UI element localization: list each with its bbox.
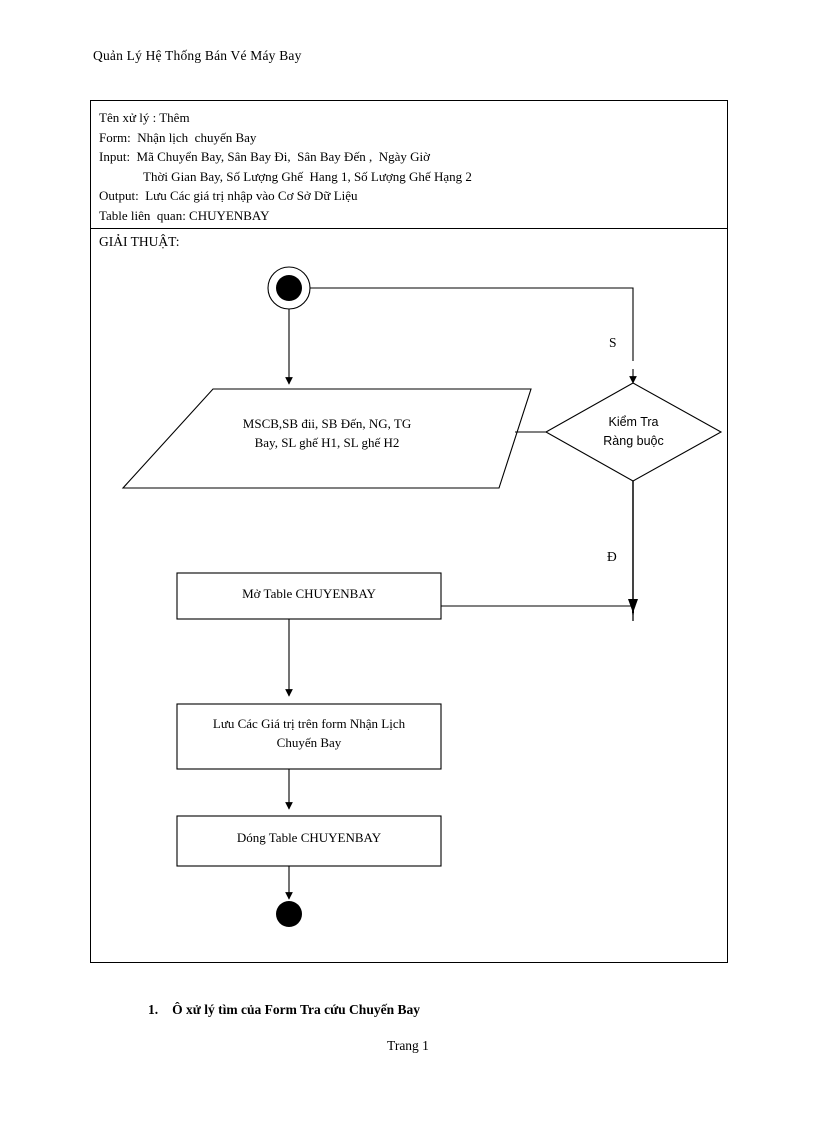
process-spec-box: Tên xử lý : Thêm Form: Nhận lịch chuyến … — [91, 101, 727, 229]
process-box-close-table — [176, 815, 442, 867]
diagram-frame: Tên xử lý : Thêm Form: Nhận lịch chuyến … — [90, 100, 728, 963]
spec-line-input: Input: Mã Chuyển Bay, Sân Bay Đi, Sân Ba… — [99, 149, 430, 164]
page-number: Trang 1 — [387, 1038, 429, 1053]
flowchart-canvas — [121, 266, 723, 927]
decision-diamond — [544, 382, 723, 482]
process-box-open-table — [176, 572, 442, 620]
spec-line-output: Output: Lưu Các giá trị nhập vào Cơ Sở D… — [99, 188, 358, 203]
document-header-title: Quản Lý Hệ Thống Bán Vé Máy Bay — [93, 48, 302, 63]
footer-list-item: 1. Ô xử lý tìm của Form Tra cứu Chuyến Ba… — [148, 1002, 420, 1018]
footer-item-text: Ô xử lý tìm của Form Tra cứu Chuyến Bay — [172, 1002, 420, 1017]
footer-item-number: 1. — [148, 1002, 159, 1017]
start-node-dot — [276, 275, 302, 301]
branch-label-false: S — [609, 335, 617, 350]
process-box-save-values — [176, 703, 442, 770]
spec-line-table: Table liên quan: CHUYENBAY — [99, 207, 270, 223]
edge-loop-top — [310, 287, 634, 361]
spec-line-input-cont: Thời Gian Bay, Số Lượng Ghế Hang 1, Số L… — [143, 168, 472, 184]
edge-true-to-process1 — [441, 605, 634, 613]
end-node-dot — [276, 901, 302, 927]
flowchart: MSCB,SB đii, SB Đến, NG, TG Bay, SL ghế … — [91, 101, 729, 964]
branch-label-true: Đ — [607, 549, 617, 564]
algorithm-section-label: GIẢI THUẬT: — [99, 234, 180, 249]
spec-line-name: Tên xử lý : Thêm — [99, 110, 190, 125]
input-parallelogram — [121, 388, 532, 489]
spec-line-form: Form: Nhận lịch chuyến Bay — [99, 129, 257, 145]
